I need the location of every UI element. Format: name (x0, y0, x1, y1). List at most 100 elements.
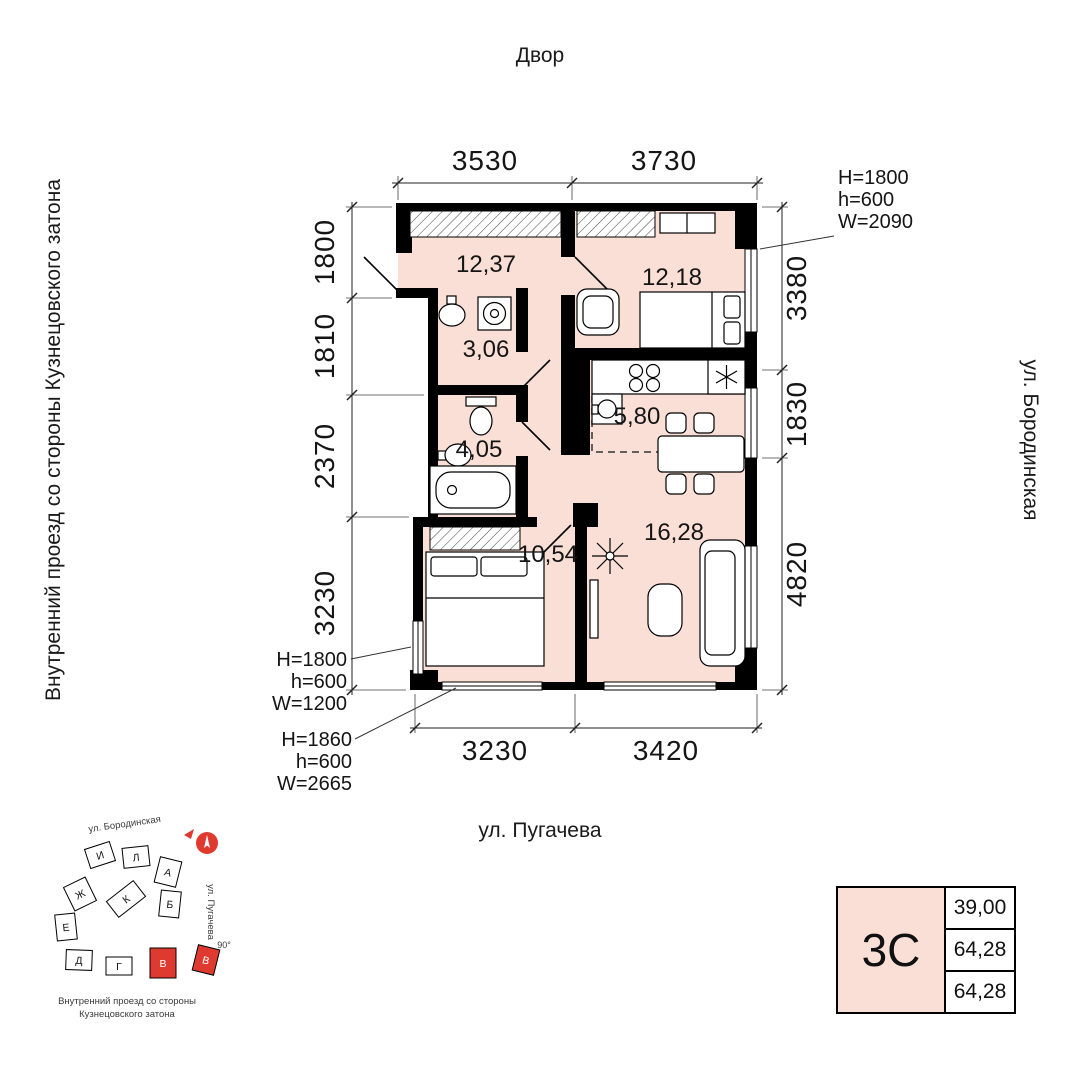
site-block: Г (105, 956, 133, 976)
room-area-bedroom-2: 10,54 (518, 541, 578, 568)
dim-right-1: 3380 (781, 255, 812, 321)
sink-icon (438, 295, 466, 327)
walls (396, 203, 757, 690)
svg-text:Е: Е (62, 922, 70, 935)
doors (363, 256, 608, 558)
compass-icon (196, 832, 218, 854)
window-spec-annotations: H=1800 h=600 W=2090 H=1800 h=600 W=1200 … (272, 167, 913, 795)
door-icon (574, 256, 608, 290)
svg-text:В: В (159, 958, 166, 970)
metric-value: 39,00 (944, 886, 1016, 930)
window-spec-line: W=2090 (838, 211, 913, 233)
dim-right-2: 1830 (781, 381, 812, 447)
toilet-icon (465, 396, 497, 436)
apartment-type-label: 3С (861, 924, 921, 976)
armchair-icon (576, 288, 620, 336)
dining-set-icon (657, 412, 745, 495)
svg-text:Б: Б (166, 899, 174, 912)
window-icon (744, 545, 758, 649)
window-spec-line: H=1860 (281, 729, 352, 751)
metric-value: 64,28 (944, 970, 1016, 1014)
dim-right-3: 4820 (781, 541, 812, 607)
bed-icon (425, 551, 545, 667)
site-block: Л (121, 845, 151, 869)
dim-left-2: 1810 (309, 313, 340, 379)
furniture (425, 212, 746, 667)
window-icon (412, 620, 424, 675)
room-area-kitchen: 5,80 (614, 403, 661, 430)
kitchen-sink-icon (591, 393, 623, 425)
dresser-icon (659, 212, 716, 234)
wardrobes (409, 210, 656, 551)
site-block: Б (158, 889, 182, 919)
window-icon (744, 248, 758, 333)
street-label-left: Внутренний проезд со стороны Кузнецовско… (42, 179, 65, 701)
window-spec-line: H=1800 (276, 649, 347, 671)
site-street-top: ул. Бородинская (88, 814, 162, 835)
svg-text:Л: Л (132, 852, 140, 865)
site-block-highlighted: В (149, 947, 177, 979)
fridge-icon (707, 359, 746, 395)
stove-icon (628, 363, 661, 393)
svg-text:И: И (95, 849, 106, 863)
window-icon (441, 681, 543, 691)
washing-machine-icon (477, 296, 512, 331)
windows (412, 248, 758, 691)
room-area-bathroom-1: 3,06 (463, 336, 510, 363)
site-street-right: ул. Пугачева (205, 884, 216, 940)
window-icon (603, 681, 717, 691)
room-area-living-room: 16,28 (644, 519, 704, 546)
entrance-door-icon (363, 256, 401, 294)
window-spec-line: h=600 (291, 671, 347, 693)
tv-stand-icon (589, 579, 599, 639)
window-spec-line: W=2665 (277, 773, 352, 795)
apartment-info-card: 3С 39,00 64,28 64,28 (836, 886, 1016, 1014)
dim-top-1: 3530 (452, 145, 518, 176)
dim-bottom-1: 3230 (462, 735, 528, 766)
street-label-right: ул. Бородинская (1019, 359, 1042, 520)
site-block: Е (54, 912, 78, 942)
dim-left-4: 3230 (309, 570, 340, 636)
window-spec-line: h=600 (296, 751, 352, 773)
street-label-top: Двор (516, 44, 565, 67)
compass-arrow-icon (184, 829, 194, 839)
dim-bottom-2: 3420 (633, 735, 699, 766)
apartment-type-badge: 3С (836, 886, 946, 1014)
window-icon (744, 387, 758, 459)
site-block-highlighted: В (191, 944, 221, 976)
door-icon (521, 359, 551, 389)
wardrobe-icon (576, 210, 656, 238)
window-spec-line: H=1800 (838, 167, 909, 189)
dim-top-2: 3730 (631, 145, 697, 176)
metric-value: 64,28 (944, 928, 1016, 972)
room-area-bathroom-2: 4,05 (456, 436, 503, 463)
site-plan: И Л А Ж К Б Е Д Г В В 90° ул. Бородинска… (54, 814, 231, 1020)
apartment-metrics: 39,00 64,28 64,28 (944, 886, 1016, 1014)
dim-left-3: 2370 (309, 423, 340, 489)
svg-text:Г: Г (116, 961, 122, 973)
bed-icon (639, 291, 746, 349)
svg-text:Д: Д (75, 955, 83, 967)
site-block: Д (65, 949, 93, 971)
site-block: К (105, 879, 147, 919)
room-area-bedroom-1: 12,18 (642, 264, 702, 291)
dim-left-1: 1800 (309, 219, 340, 285)
dimension-lines (346, 176, 788, 734)
window-spec-line: h=600 (838, 189, 894, 211)
plant-icon (592, 538, 628, 574)
sink-icon (437, 443, 472, 467)
bathtub-icon (429, 465, 517, 515)
site-block: И (83, 840, 117, 870)
coffee-table-icon (647, 583, 683, 637)
wardrobe-icon (409, 210, 562, 238)
site-block: Ж (62, 876, 98, 912)
svg-text:А: А (163, 866, 173, 879)
room-area-hallway: 12,37 (456, 251, 516, 278)
window-spec-line: W=1200 (272, 693, 347, 715)
wardrobe-icon (429, 526, 521, 551)
sofa-icon (699, 539, 746, 667)
site-angle-label: 90° (217, 940, 231, 950)
street-label-bottom: ул. Пугачева (478, 819, 602, 842)
